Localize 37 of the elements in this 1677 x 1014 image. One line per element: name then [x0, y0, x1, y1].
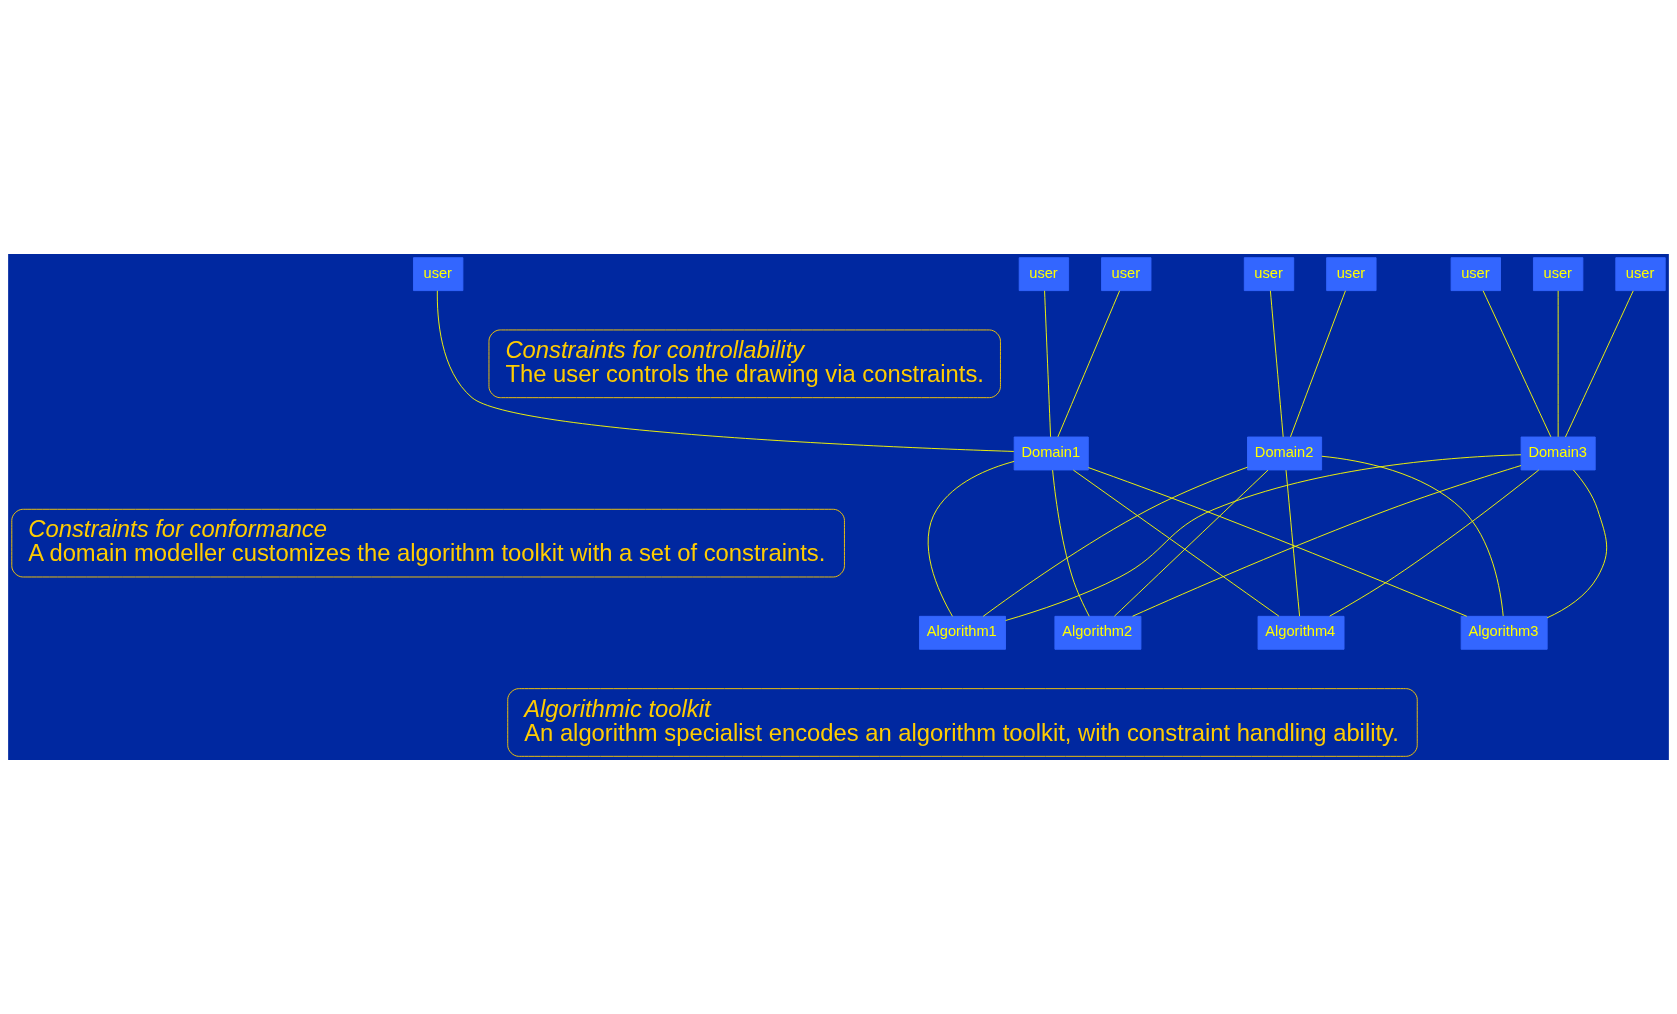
node-box: Domain3	[1520, 436, 1596, 471]
node-box: user	[1326, 257, 1377, 292]
node-box: Constraints for conformance A domain modeller customizes the algorithm toolkit with a set of constraints.	[11, 508, 845, 578]
connector	[1044, 290, 1052, 438]
node-box: user	[1615, 257, 1666, 292]
node-box: Domain1	[1013, 436, 1089, 471]
node-box: user	[1450, 257, 1501, 292]
node-box: Constraints for controllability The user controls the drawing via constraints.	[488, 329, 1001, 399]
connector	[1482, 290, 1552, 438]
connector	[1052, 469, 1090, 617]
connector	[1285, 469, 1301, 617]
node-box: Algorithm2	[1054, 615, 1142, 650]
node-box: user	[1533, 257, 1584, 292]
connector	[1113, 469, 1269, 617]
connector	[1072, 469, 1280, 617]
connector	[1132, 465, 1522, 617]
connector	[1546, 469, 1608, 619]
connector	[1057, 290, 1121, 438]
node-box: Algorithm3	[1460, 615, 1548, 650]
connector	[982, 466, 1248, 617]
connector	[1087, 467, 1468, 617]
connector	[1005, 454, 1522, 621]
node-box: user	[1101, 257, 1152, 292]
connector	[1290, 290, 1346, 438]
connector	[1565, 290, 1634, 438]
node-box: Algorithm4	[1257, 615, 1345, 650]
node-box: user	[413, 257, 464, 292]
connector	[1269, 290, 1284, 438]
node-box: Algorithm1	[919, 615, 1006, 650]
node-box: user	[1018, 257, 1070, 292]
node-box: user	[1243, 257, 1295, 292]
node-box: Algorithmic toolkit An algorithm specialist encodes an algorithm toolkit, with constraint handling ability.	[507, 688, 1418, 757]
node-box: Domain2	[1247, 436, 1323, 471]
connector	[1329, 469, 1540, 617]
connector	[1321, 455, 1504, 617]
connector	[436, 290, 1015, 452]
connector	[927, 460, 1015, 617]
